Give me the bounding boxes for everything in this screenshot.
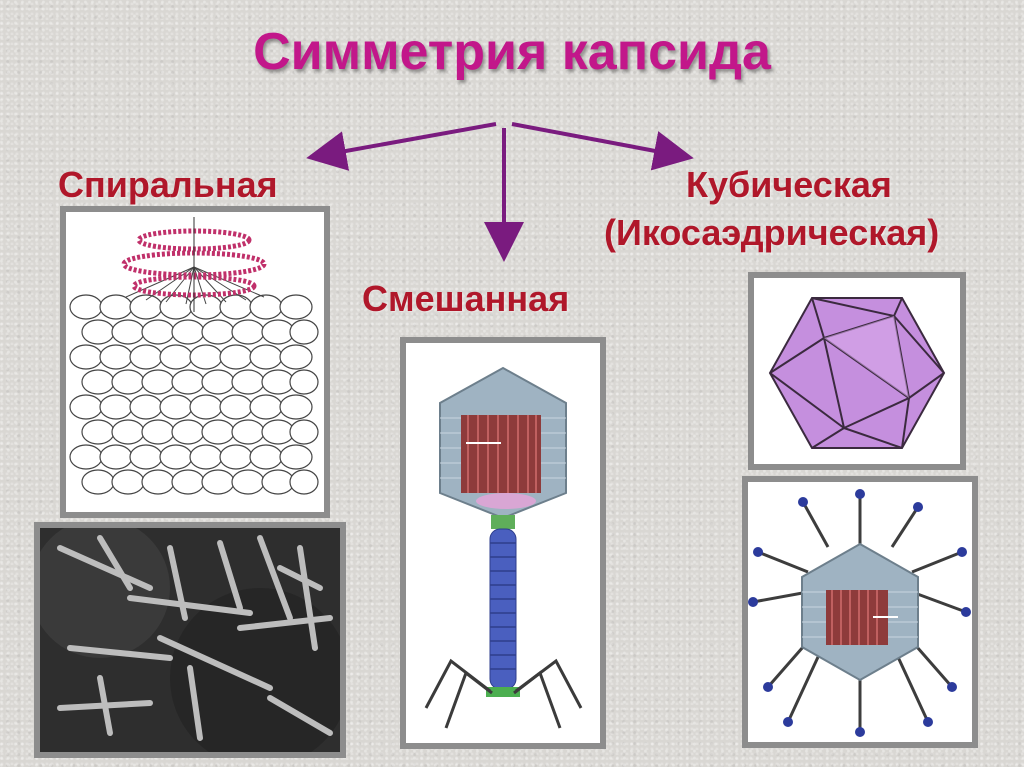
icosahedron-drawing [748,272,966,470]
slide-title: Симметрия капсида [253,23,771,81]
label-cubic-sub: (Икосаэдрическая) [604,212,940,253]
helical-virus-micrograph [34,522,346,758]
helical-capsid-drawing [60,206,330,518]
bacteriophage-drawing [400,337,606,749]
label-mixed: Смешанная [362,278,570,319]
arrow-left [306,122,497,171]
label-cubic: Кубическая [686,164,892,205]
arrow-right [511,122,694,171]
icosahedral-virus-model [742,476,978,748]
label-helical: Спиральная [58,164,278,205]
